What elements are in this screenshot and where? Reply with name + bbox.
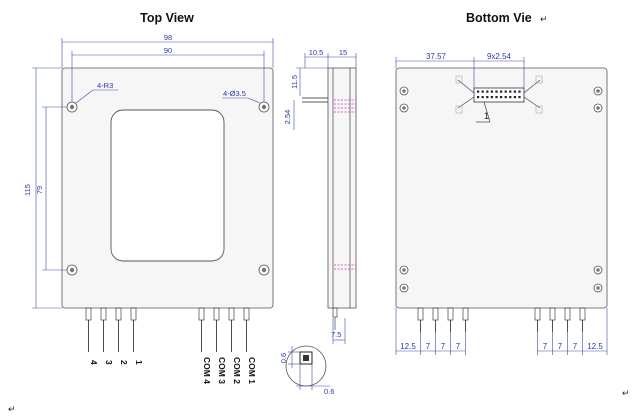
- pins-left: [85, 307, 137, 352]
- header-pins: [477, 90, 521, 99]
- header-pin: [486, 96, 489, 99]
- pin-label: 4: [89, 360, 99, 365]
- pin-label: COM 1: [247, 357, 257, 384]
- dim-pin-spacing: 12.5: [400, 342, 416, 351]
- dim-holes: 4-Ø3.5: [223, 89, 246, 98]
- pin-label: 1: [134, 360, 144, 365]
- mounting-hole: [66, 101, 78, 113]
- bottom-view-title: Bottom Vie: [466, 11, 532, 25]
- dim-pin-spacing: 7: [456, 342, 461, 351]
- header-pin: [481, 90, 484, 93]
- pin-label: 3: [104, 360, 114, 365]
- header-pin: [490, 96, 493, 99]
- dim-pin-spacing: 7: [573, 342, 578, 351]
- bottom-pins-right: [534, 307, 586, 332]
- header-pin: [513, 96, 516, 99]
- header-pin: [518, 90, 521, 93]
- header-pin: [490, 90, 493, 93]
- dim-pin-spacing: 7: [441, 342, 446, 351]
- dim-header-pitch: 9x2.54: [487, 52, 512, 61]
- bottom-view-body: [395, 67, 608, 309]
- pin-label: 2: [119, 360, 129, 365]
- dim-pin-spacing: 7: [543, 342, 548, 351]
- screw-icon: [399, 86, 409, 96]
- mounting-hole: [258, 264, 270, 276]
- screw-icon: [593, 265, 603, 275]
- header-pin: [500, 96, 503, 99]
- header-pin: [495, 96, 498, 99]
- dim-depth-a: 10.5: [309, 48, 324, 57]
- top-view-window: [110, 109, 225, 262]
- screw-icon: [593, 86, 603, 96]
- dim-height-outer: 115: [23, 184, 32, 196]
- pin-detail: 0.6 0.6: [279, 345, 334, 396]
- dim-pin-spacing: 7: [558, 342, 563, 351]
- header-pin: [518, 96, 521, 99]
- pin-label: COM 4: [202, 357, 212, 384]
- header-pin: [509, 90, 512, 93]
- dim-pin-spacing: 7: [426, 342, 431, 351]
- dim-width-outer: 98: [164, 33, 172, 42]
- header-detail-mark: 1: [484, 111, 489, 121]
- dim-pin-spacing: 12.5: [587, 342, 603, 351]
- mounting-hole: [66, 264, 78, 276]
- header-pin: [500, 90, 503, 93]
- header-pin: [481, 96, 484, 99]
- return-mark: ↵: [8, 404, 16, 414]
- header-pin: [477, 90, 480, 93]
- dim-height-holes: 79: [35, 186, 44, 194]
- dim-pin-length: 7.5: [331, 330, 341, 339]
- dim-header-offset: 37.57: [426, 52, 447, 61]
- header-pin: [477, 96, 480, 99]
- dim-pin-diameter: 0.6: [324, 387, 334, 396]
- pin-header: [473, 87, 525, 103]
- dim-corner-radius: 4-R3: [97, 81, 113, 90]
- bottom-view: 1 37.57 9x2.54: [395, 52, 608, 355]
- screw-icon: [399, 265, 409, 275]
- side-view: 10.5 15 11.5 2.54 7.5: [283, 48, 357, 344]
- top-view: 98 90 115 79 4-R3 4-Ø3.5 4 3 2 1: [23, 33, 274, 384]
- return-mark-title: ↵: [540, 14, 548, 24]
- pin-label: COM 3: [217, 357, 227, 384]
- dim-pin-pitch-small: 2.54: [283, 110, 292, 125]
- mounting-hole: [258, 101, 270, 113]
- screw-icon: [593, 283, 603, 293]
- dim-pin-square: 0.6: [279, 353, 288, 363]
- header-pin: [504, 96, 507, 99]
- header-pin: [509, 96, 512, 99]
- pin-label: COM 2: [232, 357, 242, 384]
- bottom-pins-left: [417, 307, 469, 332]
- dim-depth-b: 15: [339, 48, 347, 57]
- screw-icon: [593, 103, 603, 113]
- header-pin: [495, 90, 498, 93]
- header-pin: [486, 90, 489, 93]
- screw-icon: [399, 283, 409, 293]
- return-mark: ↵: [622, 388, 630, 398]
- header-pin: [513, 90, 516, 93]
- header-pin: [504, 90, 507, 93]
- top-view-title: Top View: [140, 11, 194, 25]
- dim-width-holes: 90: [164, 46, 172, 55]
- screw-icon: [399, 103, 409, 113]
- pins-right: [198, 307, 250, 352]
- dim-offset-top: 11.5: [290, 75, 299, 89]
